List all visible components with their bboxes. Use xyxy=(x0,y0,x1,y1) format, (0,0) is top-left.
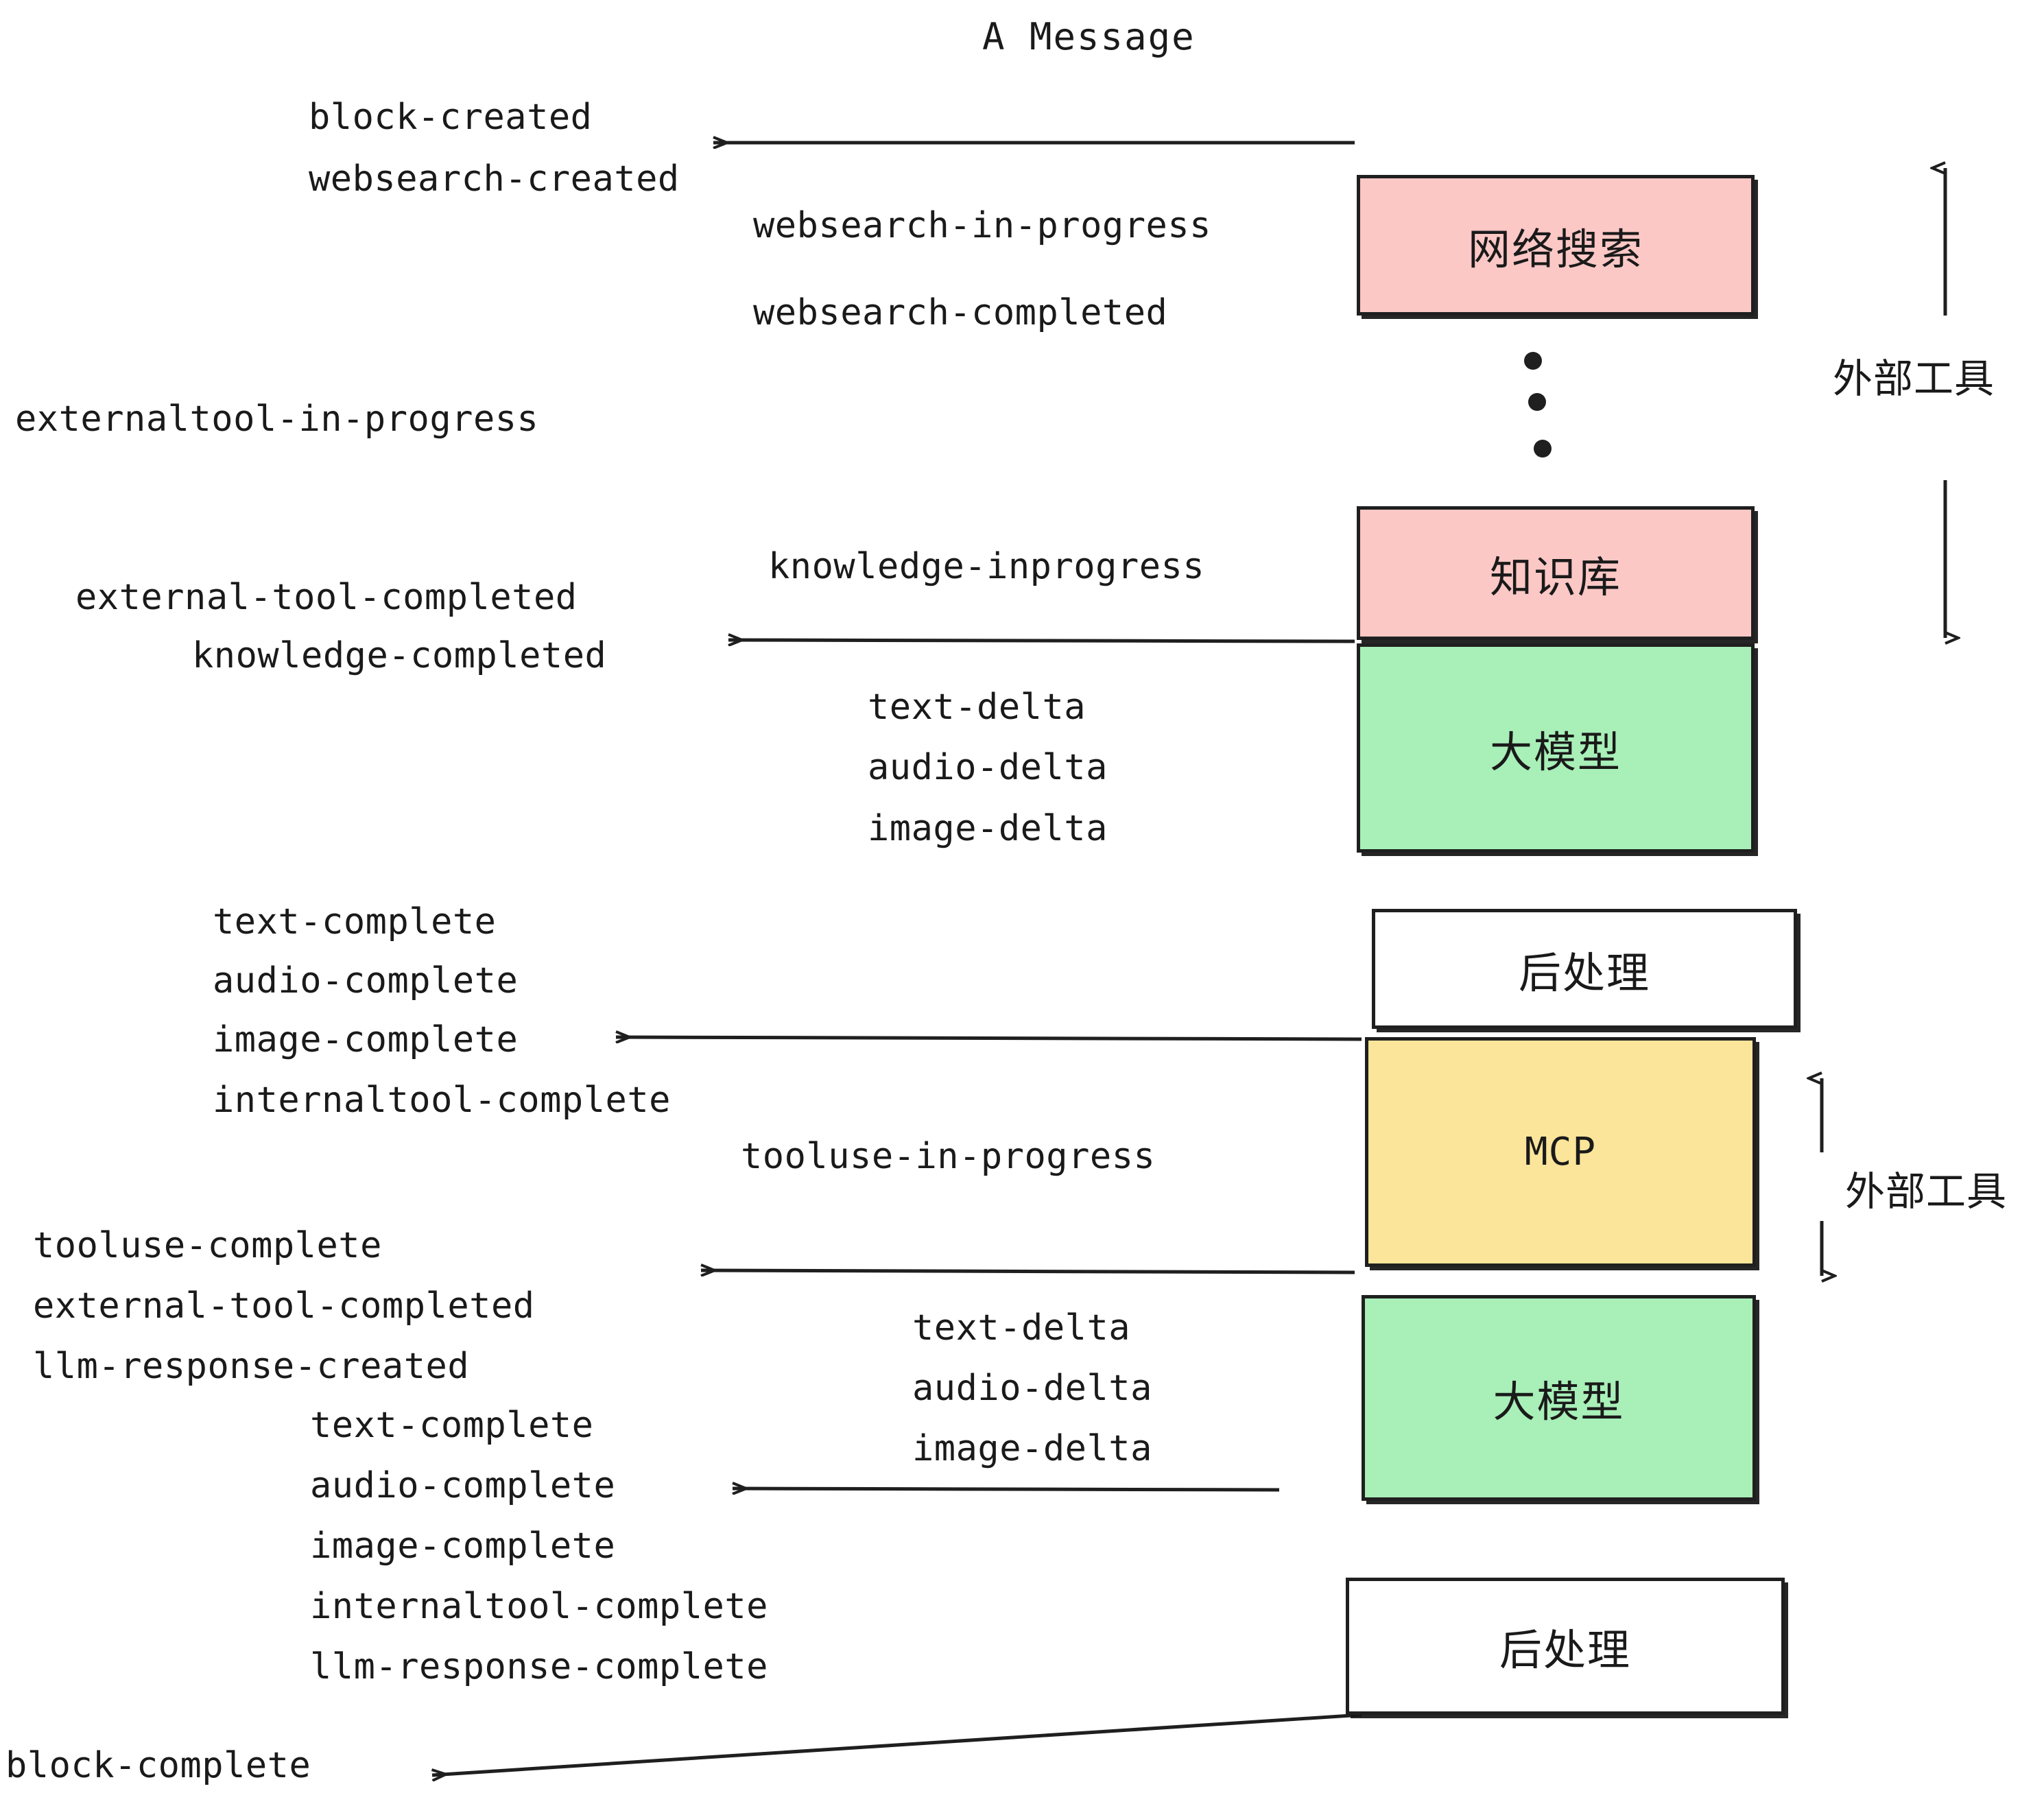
box-postprocessing-top-label: 后处理 xyxy=(1518,947,1650,998)
event-block-complete: block-complete xyxy=(5,1745,311,1786)
event-knowledge-completed: knowledge-completed xyxy=(192,635,607,676)
box-llm-bottom[interactable]: 大模型 xyxy=(1362,1295,1756,1501)
event-websearch-completed: websearch-completed xyxy=(753,292,1168,333)
box-postprocessing-bottom-label: 后处理 xyxy=(1499,1625,1631,1675)
box-llm-top[interactable]: 大模型 xyxy=(1357,643,1755,853)
arrow-image-complete-1 xyxy=(616,1037,1362,1039)
arrow-block-complete xyxy=(432,1713,1362,1775)
event-websearch-in-progress: websearch-in-progress xyxy=(753,205,1211,246)
event-internaltool-complete-1: internaltool-complete xyxy=(213,1080,671,1121)
event-llm-response-complete: llm-response-complete xyxy=(310,1646,768,1687)
event-audio-complete-2: audio-complete xyxy=(310,1465,616,1506)
page-title: A Message xyxy=(982,15,1196,58)
event-image-complete-2: image-complete xyxy=(310,1526,616,1567)
arrow-knowledge-completed xyxy=(728,640,1355,641)
event-audio-delta-2: audio-delta xyxy=(912,1368,1152,1409)
event-websearch-created: websearch-created xyxy=(309,158,680,200)
ellipsis-dot-2 xyxy=(1528,393,1546,411)
box-postprocessing-top[interactable]: 后处理 xyxy=(1372,909,1797,1029)
event-audio-complete-1: audio-complete xyxy=(213,960,519,1001)
side-label-external-tools-bottom: 外部工具 xyxy=(1845,1168,2008,1215)
event-llm-response-created: llm-response-created xyxy=(33,1346,470,1387)
box-llm-top-label: 大模型 xyxy=(1489,726,1621,777)
event-audio-delta-1: audio-delta xyxy=(868,747,1108,788)
event-text-complete-2: text-complete xyxy=(310,1405,594,1446)
event-image-complete-1: image-complete xyxy=(213,1019,519,1060)
box-llm-bottom-label: 大模型 xyxy=(1493,1377,1625,1427)
event-knowledge-inprogress: knowledge-inprogress xyxy=(768,546,1205,587)
box-websearch[interactable]: 网络搜索 xyxy=(1357,175,1755,316)
box-mcp[interactable]: MCP xyxy=(1365,1037,1756,1267)
ellipsis-dot-1 xyxy=(1524,352,1542,370)
event-text-delta-2: text-delta xyxy=(912,1307,1131,1349)
box-postprocessing-bottom[interactable]: 后处理 xyxy=(1346,1578,1785,1715)
event-text-complete-1: text-complete xyxy=(213,901,497,942)
arrow-audio-complete-2 xyxy=(733,1488,1280,1490)
box-knowledge[interactable]: 知识库 xyxy=(1357,506,1755,640)
event-externaltool-in-progress: externaltool-in-progress xyxy=(15,399,539,440)
event-tooluse-complete: tooluse-complete xyxy=(33,1225,382,1266)
box-websearch-label: 网络搜索 xyxy=(1467,224,1643,274)
event-external-tool-completed-2: external-tool-completed xyxy=(33,1285,535,1327)
ellipsis-dot-3 xyxy=(1534,440,1552,458)
event-image-delta-2: image-delta xyxy=(912,1428,1152,1469)
event-external-tool-completed-1: external-tool-completed xyxy=(75,577,578,618)
side-label-external-tools-top: 外部工具 xyxy=(1833,355,1995,402)
box-mcp-label: MCP xyxy=(1524,1130,1597,1174)
event-text-delta-1: text-delta xyxy=(868,687,1086,728)
event-internaltool-complete-2: internaltool-complete xyxy=(310,1586,768,1627)
event-tooluse-in-progress: tooluse-in-progress xyxy=(741,1136,1156,1177)
event-image-delta-1: image-delta xyxy=(868,808,1108,849)
event-block-created: block-created xyxy=(309,97,593,138)
box-knowledge-label: 知识库 xyxy=(1489,551,1621,602)
arrow-tooluse-complete xyxy=(701,1270,1355,1272)
